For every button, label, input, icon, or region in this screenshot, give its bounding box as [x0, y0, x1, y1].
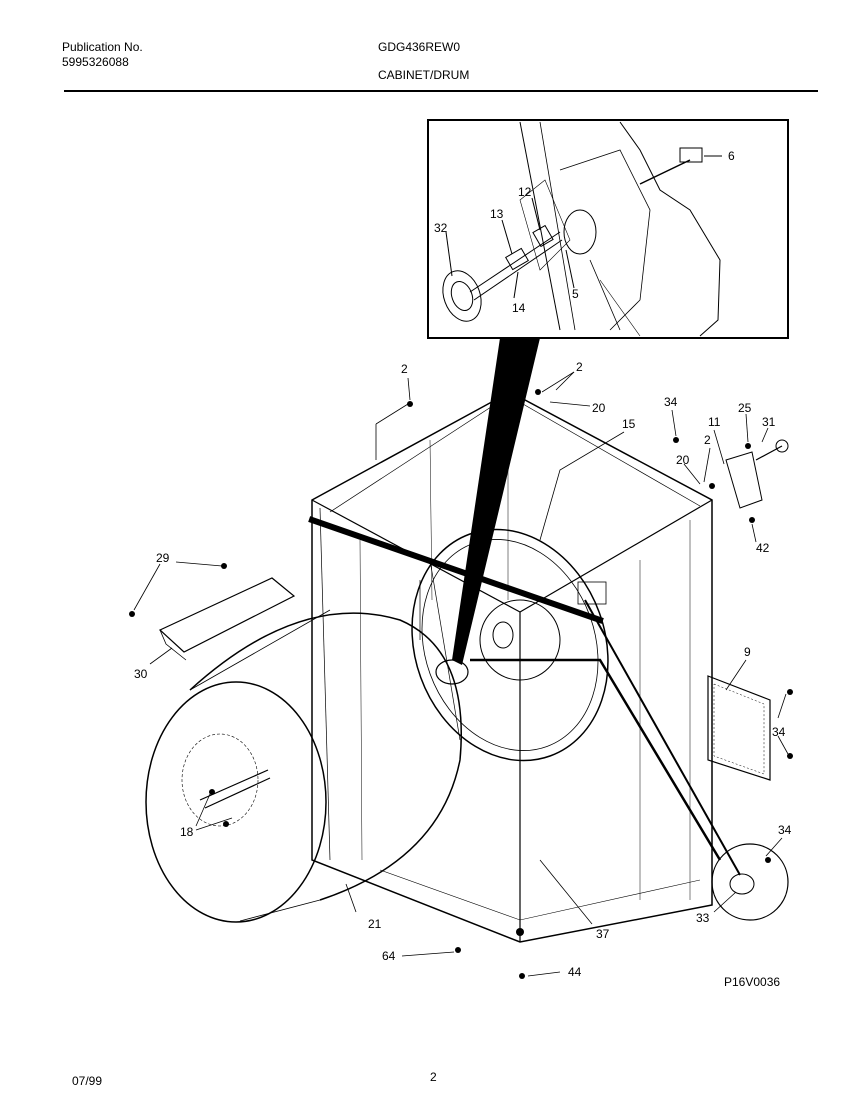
callout-20-mid: 20 — [676, 453, 690, 467]
screw-31 — [755, 445, 783, 461]
publication-number: 5995326088 — [62, 55, 129, 69]
motor — [711, 843, 789, 921]
access-cover — [707, 675, 771, 781]
callout-34-motor: 34 — [778, 823, 792, 837]
callout-2-mid: 2 — [704, 433, 711, 447]
callout-6: 6 — [728, 149, 735, 163]
page-number: 2 — [430, 1070, 437, 1084]
detail-projection — [452, 338, 540, 665]
drum — [145, 609, 462, 923]
header-rule — [64, 90, 818, 92]
bracket-11 — [725, 451, 763, 509]
callout-5: 5 — [572, 287, 579, 301]
cabinet — [308, 391, 713, 943]
callout-30: 30 — [134, 667, 148, 681]
footer-date: 07/99 — [72, 1074, 103, 1088]
callout-20-top: 20 — [592, 401, 606, 415]
callout-44: 44 — [568, 965, 582, 979]
callout-2-top: 2 — [401, 362, 408, 376]
callout-11: 11 — [708, 415, 721, 429]
leader-lines — [133, 371, 789, 977]
model-number: GDG436REW0 — [378, 40, 461, 54]
callout-37: 37 — [596, 927, 610, 941]
callout-33: 33 — [696, 911, 710, 925]
callout-14: 14 — [512, 301, 526, 315]
publication-label: Publication No. — [62, 40, 143, 54]
section-title: CABINET/DRUM — [378, 68, 470, 82]
figure-code: P16V0036 — [724, 975, 780, 989]
callout-42: 42 — [756, 541, 770, 555]
drum-rear-assembly — [411, 528, 741, 876]
callout-2-right: 2 — [576, 360, 583, 374]
callout-12: 12 — [518, 185, 532, 199]
callout-18: 18 — [180, 825, 194, 839]
inset-detail — [427, 119, 789, 339]
callout-9: 9 — [744, 645, 751, 659]
callout-15: 15 — [622, 417, 636, 431]
callout-64: 64 — [382, 949, 396, 963]
callout-31: 31 — [762, 415, 776, 429]
callout-25: 25 — [738, 401, 752, 415]
callout-34-top: 34 — [664, 395, 678, 409]
callout-21: 21 — [368, 917, 382, 931]
toe-kick-panel — [158, 577, 296, 661]
callout-34-right: 34 — [772, 725, 786, 739]
callout-32: 32 — [434, 221, 448, 235]
hardware-dots — [129, 389, 793, 979]
callout-13: 13 — [490, 207, 504, 221]
callout-29: 29 — [156, 551, 170, 565]
callouts: 6 12 13 32 14 5 2 2 20 15 34 11 25 31 2 … — [134, 149, 792, 989]
